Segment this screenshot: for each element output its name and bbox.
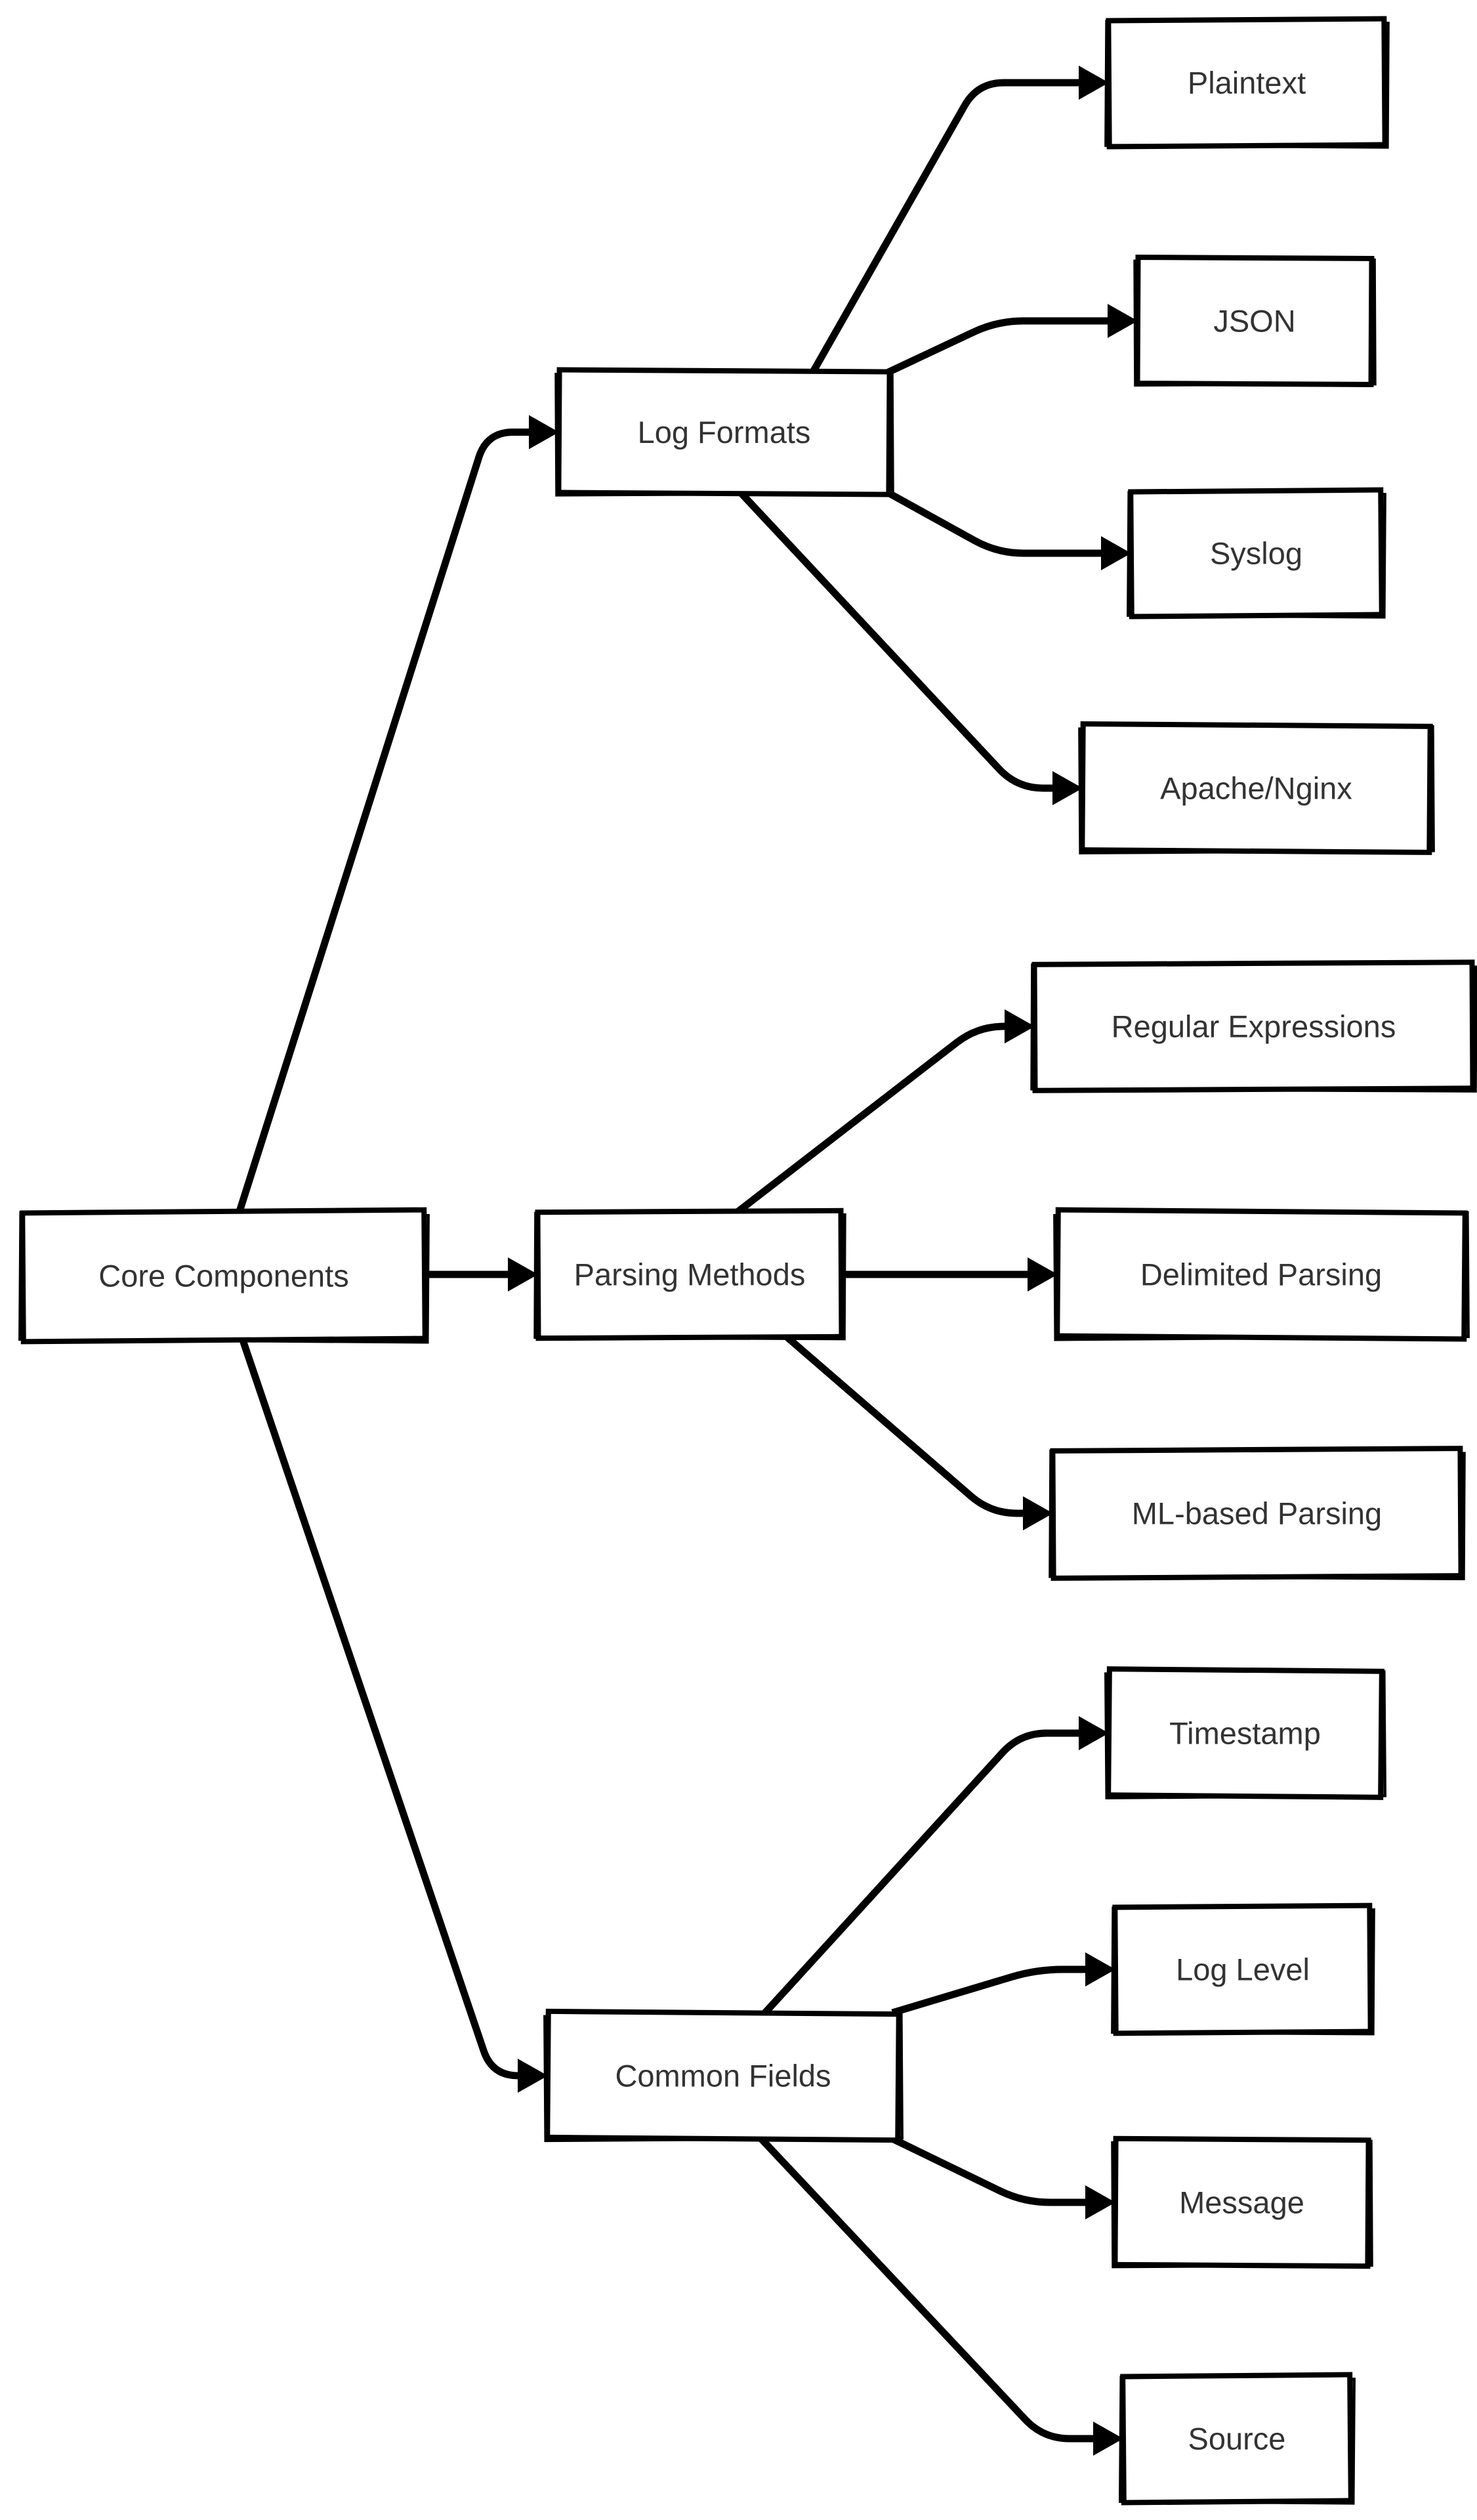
arrowhead-icon bbox=[508, 1257, 538, 1292]
node-ml: ML-based Parsing bbox=[1049, 1446, 1466, 1581]
node-plaintext: Plaintext bbox=[1104, 16, 1390, 150]
node-common-fields: Common Fields bbox=[543, 2008, 904, 2143]
edge-log-formats-to-plaintext bbox=[810, 79, 1083, 373]
arrowhead-icon bbox=[518, 2059, 548, 2093]
edge-log-formats-to-json bbox=[885, 317, 1112, 376]
node-label-log-formats: Log Formats bbox=[638, 415, 811, 450]
node-box bbox=[1112, 2135, 1371, 2269]
node-box bbox=[1050, 1446, 1464, 1581]
node-label-apache: Apache/Nginx bbox=[1160, 771, 1352, 806]
arrowhead-icon bbox=[1028, 1257, 1058, 1292]
node-apache: Apache/Nginx bbox=[1078, 721, 1435, 855]
arrowhead-icon bbox=[1101, 536, 1131, 570]
node-syslog: Syslog bbox=[1127, 487, 1386, 620]
node-label-delimited: Delimited Parsing bbox=[1140, 1257, 1382, 1292]
node-box bbox=[1128, 487, 1384, 620]
node-regex: Regular Expressions bbox=[1030, 959, 1477, 1093]
arrowhead-icon bbox=[1023, 1496, 1053, 1530]
node-box bbox=[1112, 1902, 1373, 2036]
edge-parsing-methods-to-ml bbox=[785, 1334, 1027, 1517]
node-label-ml: ML-based Parsing bbox=[1132, 1496, 1382, 1531]
node-box bbox=[20, 1207, 428, 1345]
node-box bbox=[1120, 2372, 1354, 2506]
edge-log-formats-to-syslog bbox=[885, 489, 1105, 557]
node-label-timestamp: Timestamp bbox=[1169, 1716, 1321, 1751]
arrowhead-icon bbox=[1085, 2185, 1115, 2219]
node-label-message: Message bbox=[1179, 2185, 1304, 2220]
node-log-formats: Log Formats bbox=[554, 367, 894, 497]
node-box bbox=[1031, 959, 1476, 1093]
node-label-core: Core Components bbox=[98, 1259, 348, 1293]
node-parsing-methods: Parsing Methods bbox=[533, 1208, 846, 1341]
node-label-plaintext: Plaintext bbox=[1188, 66, 1306, 100]
arrowhead-icon bbox=[1052, 771, 1083, 805]
edge-common-fields-to-timestamp bbox=[762, 1729, 1083, 2015]
node-label-source: Source bbox=[1188, 2422, 1286, 2456]
node-box bbox=[556, 367, 892, 497]
node-label-json: JSON bbox=[1213, 304, 1295, 339]
edge-common-fields-to-message bbox=[890, 2135, 1089, 2206]
node-message: Message bbox=[1111, 2135, 1373, 2269]
edge-core-to-log-formats bbox=[236, 429, 533, 1213]
node-log-level: Log Level bbox=[1111, 1902, 1375, 2036]
node-core: Core Components bbox=[18, 1207, 430, 1345]
edge-log-formats-to-apache bbox=[738, 491, 1056, 792]
arrowhead-icon bbox=[1085, 1952, 1115, 1986]
node-box bbox=[1106, 16, 1388, 150]
node-timestamp: Timestamp bbox=[1104, 1666, 1387, 1800]
arrowhead-icon bbox=[529, 415, 559, 450]
node-label-common-fields: Common Fields bbox=[615, 2059, 831, 2093]
node-label-syslog: Syslog bbox=[1210, 536, 1302, 571]
arrowhead-icon bbox=[1079, 1716, 1109, 1750]
node-label-regex: Regular Expressions bbox=[1112, 1009, 1396, 1044]
arrowhead-icon bbox=[1079, 66, 1109, 100]
node-box bbox=[535, 1208, 844, 1341]
node-json: JSON bbox=[1133, 255, 1377, 387]
edge-core-to-common-fields bbox=[239, 1339, 522, 2080]
node-delimited: Delimited Parsing bbox=[1053, 1207, 1470, 1342]
edge-common-fields-to-source bbox=[758, 2136, 1097, 2443]
edge-parsing-methods-to-regex bbox=[736, 1022, 1009, 1215]
arrowhead-icon bbox=[1108, 304, 1138, 338]
node-box bbox=[1106, 1666, 1384, 1800]
edge-common-fields-to-log-level bbox=[891, 1965, 1089, 2017]
node-label-log-level: Log Level bbox=[1176, 1952, 1310, 1987]
node-source: Source bbox=[1118, 2372, 1356, 2506]
node-box bbox=[1054, 1207, 1468, 1342]
arrowhead-icon bbox=[1093, 2422, 1123, 2456]
node-box bbox=[1134, 255, 1375, 387]
node-label-parsing-methods: Parsing Methods bbox=[574, 1257, 806, 1292]
arrowhead-icon bbox=[1005, 1009, 1035, 1043]
node-box bbox=[1079, 721, 1433, 855]
node-box bbox=[545, 2008, 902, 2143]
